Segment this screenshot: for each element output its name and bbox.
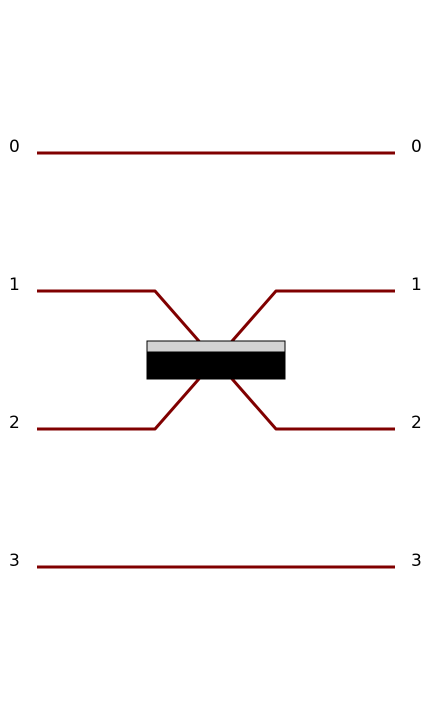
left-label-1: 1 <box>9 275 20 295</box>
left-label-2: 2 <box>9 413 20 433</box>
crossing-component-body <box>146 351 286 380</box>
right-label-1: 1 <box>411 275 422 295</box>
right-label-3: 3 <box>411 551 422 571</box>
right-label-2: 2 <box>411 413 422 433</box>
crossing-component-top <box>146 340 286 353</box>
right-label-0: 0 <box>411 137 422 157</box>
left-label-0: 0 <box>9 137 20 157</box>
left-label-3: 3 <box>9 551 20 571</box>
